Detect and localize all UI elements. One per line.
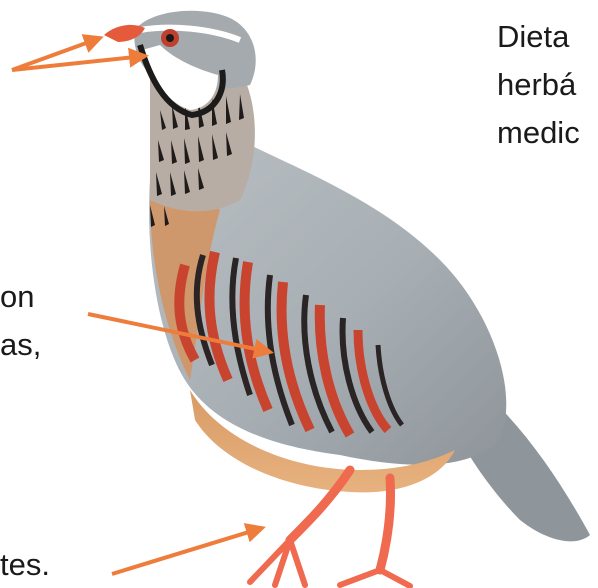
legs-text-line: tes. [0, 546, 50, 584]
pupil-icon [166, 34, 174, 42]
diet-text-line-2: herbá [497, 66, 576, 104]
arrow-to-legs [112, 528, 262, 574]
flank-text-line-2: as, [0, 326, 41, 364]
diet-text-line-1: Dieta [497, 18, 569, 56]
diet-text-line-3: medic [497, 114, 580, 152]
flank-text-line-1: on [0, 278, 34, 316]
